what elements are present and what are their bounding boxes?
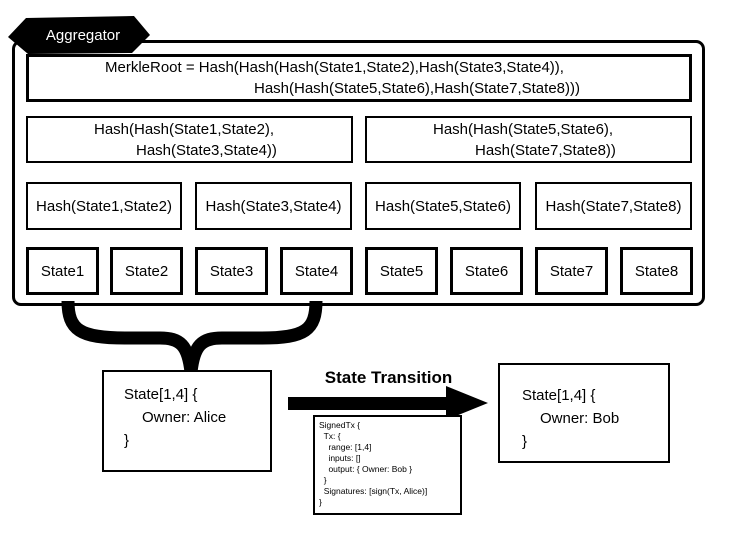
signed-tx-line-2: Tx: { (319, 431, 341, 441)
state-box-5: State5 (365, 247, 438, 295)
before-state-line1: State[1,4] { (124, 386, 198, 403)
hash-box-level2-left: Hash(Hash(State1,State2), Hash(State3,St… (26, 116, 353, 163)
transition-label: State Transition (324, 368, 453, 387)
hash-box-level3-1: Hash(State1,State2) (26, 182, 182, 230)
signed-tx-line-3: range: [1,4] (319, 442, 372, 452)
merkle-root-line1: MerkleRoot = Hash(Hash(Hash(State1,State… (105, 59, 564, 76)
hash-level2-right-line1: Hash(Hash(State5,State6), (433, 120, 614, 138)
state-box-1: State1 (26, 247, 99, 295)
before-state-box: State[1,4] { Owner: Alice } (102, 370, 272, 472)
hash-box-level3-2: Hash(State3,State4) (195, 182, 352, 230)
before-state-owner: Owner: Alice (142, 409, 227, 426)
hash-level2-left-line1: Hash(Hash(State1,State2), (94, 120, 275, 138)
hash-level2-left-line2: Hash(State3,State4)) (136, 141, 277, 159)
after-state-box: State[1,4] { Owner: Bob } (498, 363, 670, 463)
hash-box-level3-4: Hash(State7,State8) (535, 182, 692, 230)
state-box-3: State3 (195, 247, 268, 295)
after-state-close: } (522, 433, 528, 450)
merkle-root-box: MerkleRoot = Hash(Hash(Hash(State1,State… (26, 54, 692, 102)
before-state-close: } (124, 432, 130, 449)
hash-box-level3-3: Hash(State5,State6) (365, 182, 521, 230)
hash-box-level2-right: Hash(Hash(State5,State6), Hash(State7,St… (365, 116, 692, 163)
signed-tx-line-1: SignedTx { (319, 420, 361, 430)
signed-tx-line-5: output: { Owner: Bob } (319, 464, 413, 474)
merkle-root-line2: Hash(Hash(State5,State6),Hash(State7,Sta… (254, 80, 580, 97)
aggregator-label: Aggregator (45, 27, 121, 44)
merkle-root-text: MerkleRoot = Hash(Hash(Hash(State1,State… (29, 57, 689, 99)
state-box-6: State6 (450, 247, 523, 295)
hash-level2-right-line2: Hash(State7,State8)) (475, 141, 616, 159)
signed-tx-line-6: } (319, 475, 327, 485)
signed-tx-line-8: } (319, 497, 322, 507)
signed-tx-line-4: inputs: [] (319, 453, 361, 463)
state-box-2: State2 (110, 247, 183, 295)
signed-tx-box: SignedTx { Tx: { range: [1,4] inputs: []… (313, 415, 462, 515)
state-box-4: State4 (280, 247, 353, 295)
signed-tx-line-7: Signatures: [sign(Tx, Alice)] (319, 486, 428, 496)
after-state-line1: State[1,4] { (522, 387, 596, 404)
aggregator-container (12, 40, 705, 306)
state-box-8: State8 (620, 247, 693, 295)
state-box-7: State7 (535, 247, 608, 295)
after-state-owner: Owner: Bob (540, 410, 620, 427)
